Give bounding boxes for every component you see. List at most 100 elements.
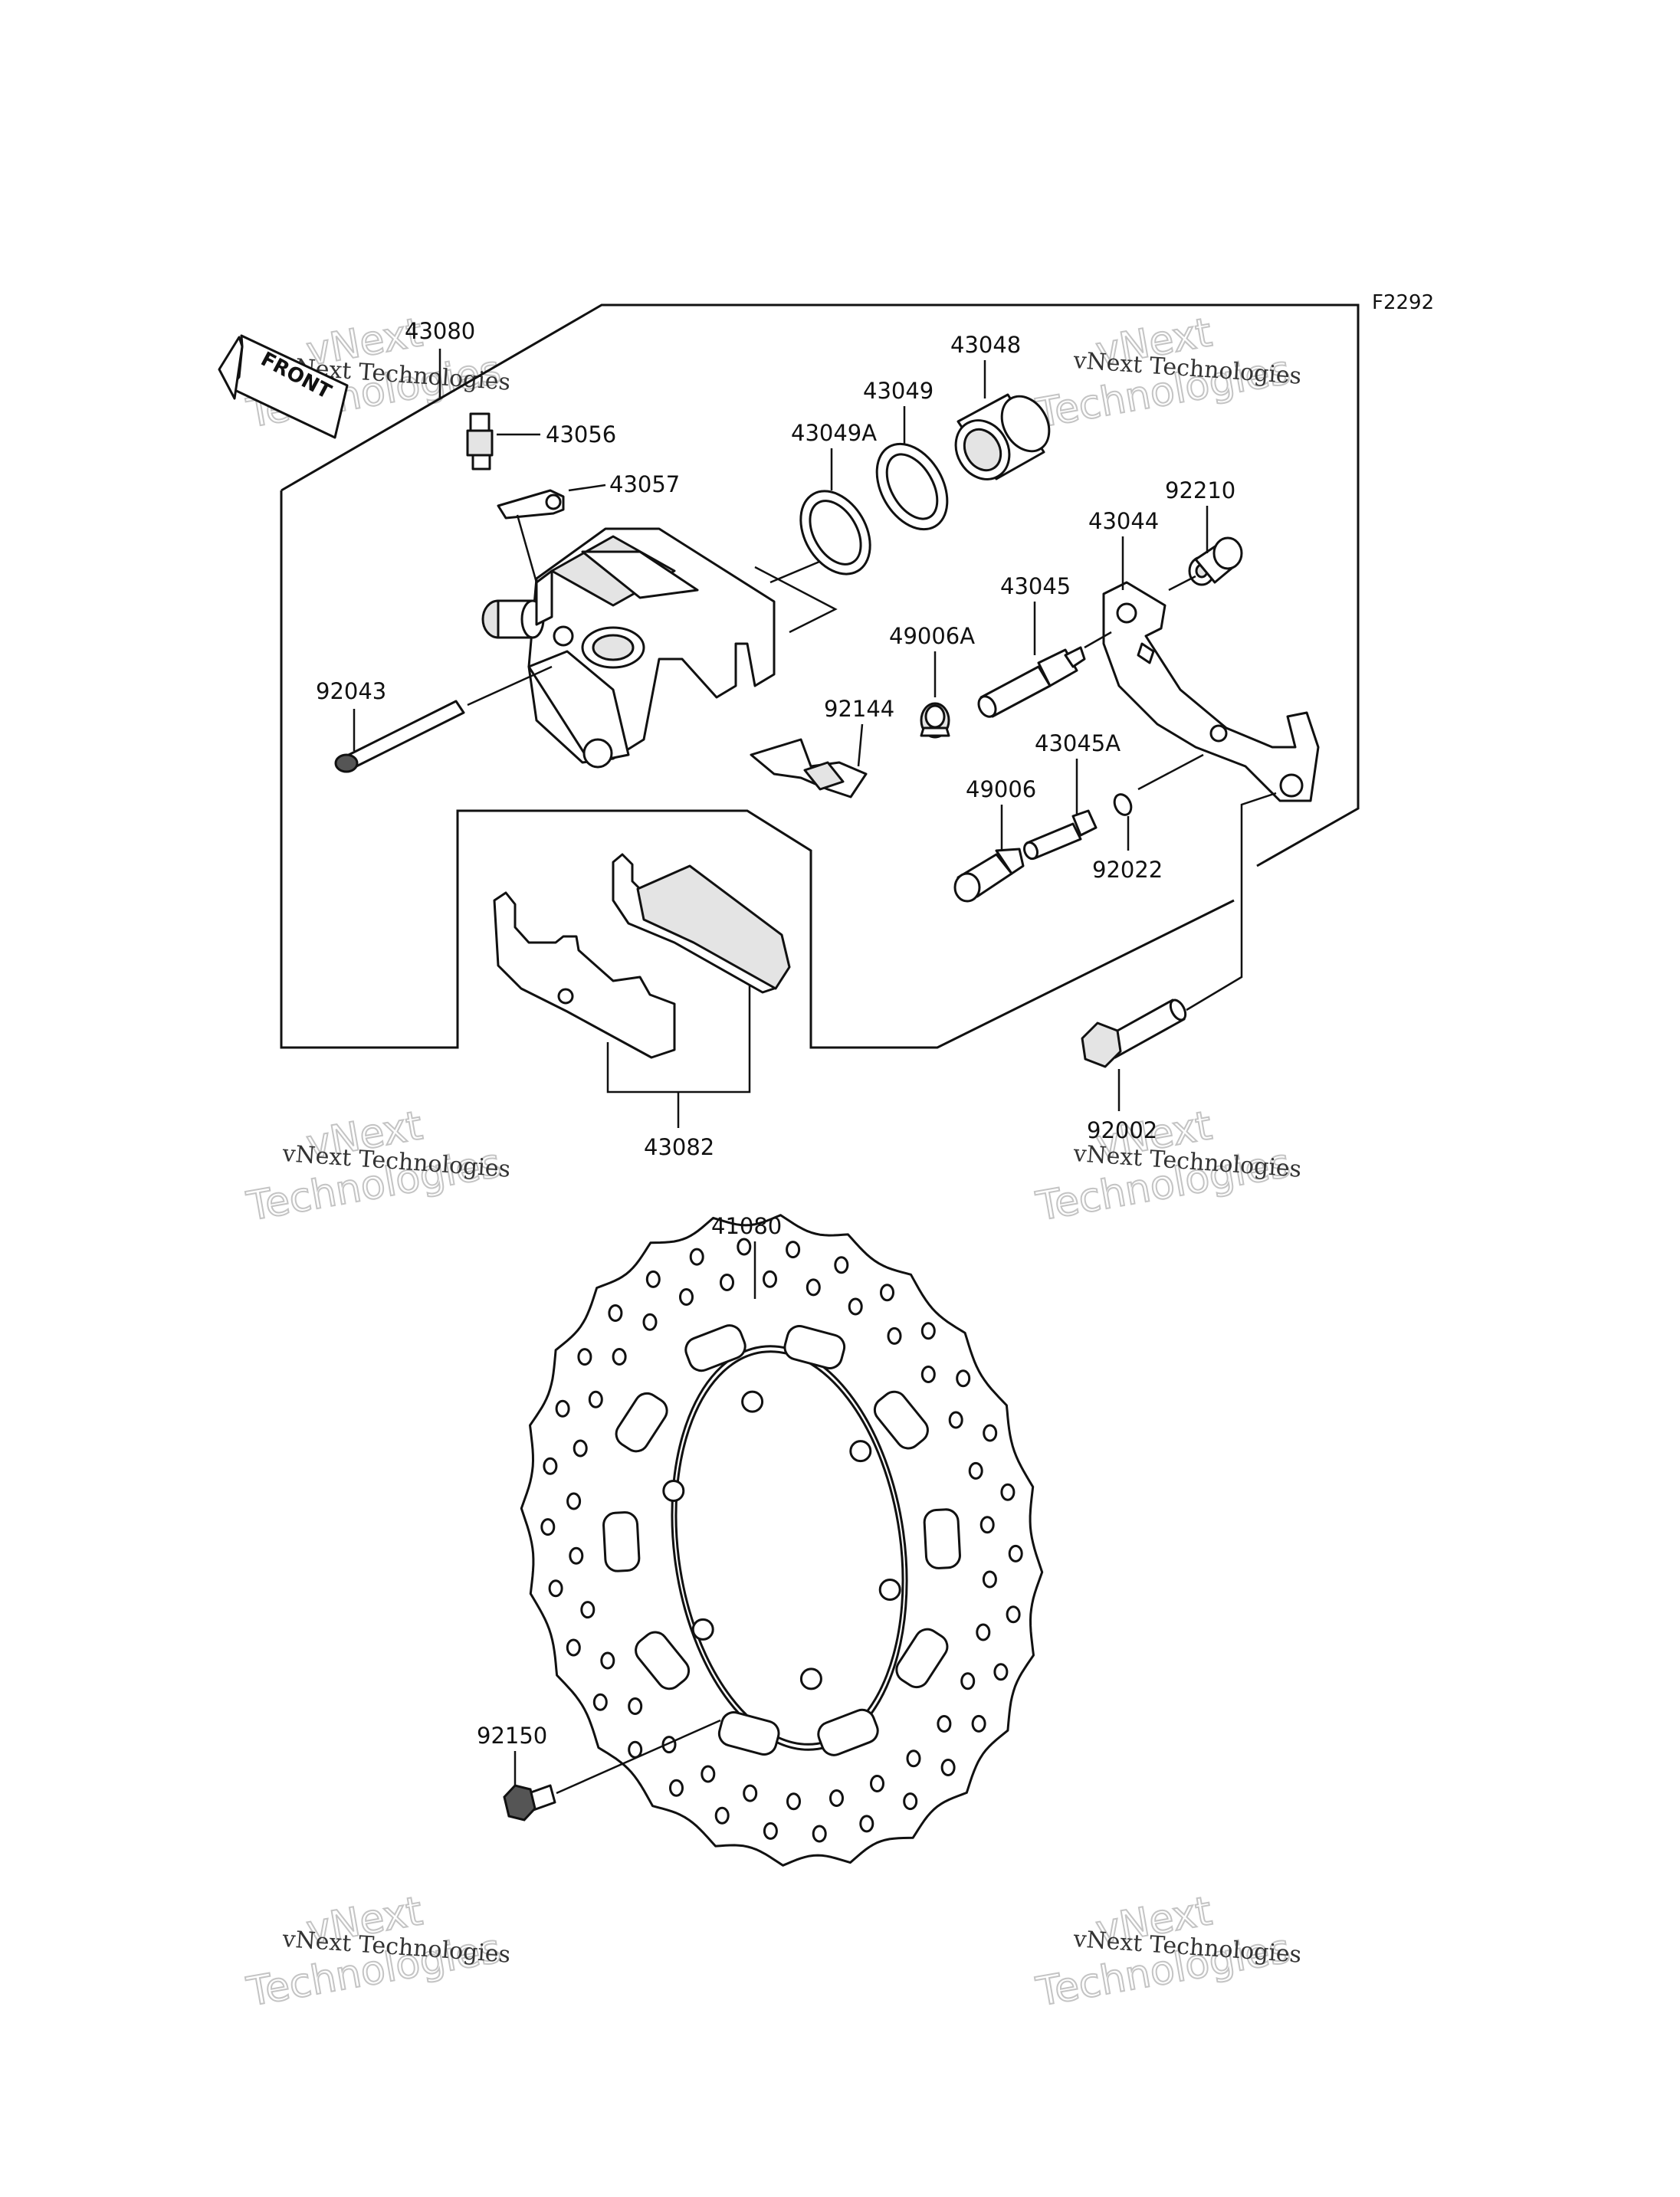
pads-bracket <box>606 969 751 1128</box>
disc-hole <box>903 1792 918 1811</box>
disc-slot <box>684 1324 746 1372</box>
disc-hole <box>701 1765 716 1783</box>
disc-hole <box>763 1270 777 1288</box>
disc-hole <box>628 1697 643 1715</box>
leader-92022-to-bracket <box>1137 753 1204 791</box>
disc-hole <box>569 1546 584 1565</box>
label-92043: 92043 <box>316 678 386 704</box>
disc-hole <box>577 1348 592 1366</box>
bleeder-valve-43056 <box>466 412 494 471</box>
label-43044: 43044 <box>1088 508 1159 534</box>
disc-hole <box>548 1579 563 1598</box>
disc-hole <box>743 1784 758 1802</box>
ref-code: F2292 <box>1372 291 1434 314</box>
disc-hole <box>859 1815 874 1833</box>
pad-spring-92144 <box>750 738 868 798</box>
disc-hole <box>612 1348 627 1366</box>
disc-hole <box>737 1238 752 1256</box>
slide-pin-43045 <box>977 646 1086 718</box>
disc-hole <box>592 1693 608 1711</box>
disc-hole <box>937 1715 952 1733</box>
disc-hole <box>887 1326 902 1345</box>
caliper-bracket-43044 <box>1102 581 1320 802</box>
disc-hole <box>1000 1483 1016 1501</box>
leader-92150-to-disc <box>556 1719 721 1795</box>
label-92150: 92150 <box>477 1723 547 1749</box>
disc-hole <box>956 1369 971 1388</box>
disc-hole <box>829 1789 844 1807</box>
disc-hole <box>540 1518 556 1536</box>
disc-hole <box>580 1601 596 1619</box>
disc-hole <box>1008 1544 1023 1562</box>
disc-hole <box>573 1439 588 1458</box>
disc-hole <box>566 1638 581 1657</box>
disc-hole <box>786 1792 801 1811</box>
watermark-mid-left: vNext Technologies <box>242 1102 504 1231</box>
disc-hole <box>979 1516 995 1534</box>
disc-slot <box>635 1631 691 1690</box>
collar-92210 <box>1188 536 1243 586</box>
disc-hole <box>920 1366 936 1383</box>
label-92022: 92022 <box>1092 857 1163 883</box>
label-43048: 43048 <box>950 332 1021 358</box>
dust-boot-49006A <box>920 702 950 739</box>
disc-hole <box>976 1623 991 1641</box>
disc-hole <box>834 1256 849 1274</box>
disc-hole <box>971 1714 986 1733</box>
disc-hole <box>920 1322 936 1340</box>
label-92002: 92002 <box>1087 1117 1157 1143</box>
caliper-assembly-frame <box>280 303 1360 1049</box>
label-41080: 41080 <box>711 1213 782 1239</box>
disc-hole <box>628 1740 643 1759</box>
label-43045A: 43045A <box>1035 730 1121 756</box>
piston-43048 <box>954 393 1051 480</box>
disc-mount-hole <box>799 1667 822 1690</box>
disc-mount-hole <box>691 1618 714 1641</box>
disc-hole <box>555 1399 570 1418</box>
label-43056: 43056 <box>546 421 616 448</box>
disc-slot <box>615 1392 668 1453</box>
disc-hole <box>806 1278 821 1297</box>
disc-slot <box>817 1708 879 1756</box>
label-49006: 49006 <box>966 776 1036 802</box>
disc-hole <box>1006 1605 1021 1624</box>
disc-slot <box>873 1390 929 1450</box>
leader-bracket-collar <box>1168 575 1196 592</box>
disc-hole <box>566 1492 582 1510</box>
bleeder-cap-43057 <box>497 489 565 520</box>
leader-92002-to-bracket <box>1186 792 1277 1012</box>
label-92144: 92144 <box>824 696 894 722</box>
label-43080: 43080 <box>405 318 475 344</box>
disc-hole <box>812 1825 827 1843</box>
mounting-bolt-92002 <box>1081 998 1187 1068</box>
disc-hole <box>982 1570 997 1589</box>
disc-hole <box>669 1779 684 1797</box>
disc-hole <box>642 1313 658 1331</box>
disc-hole <box>786 1241 801 1259</box>
disc-hole <box>645 1270 661 1288</box>
leader-43045-to-bracket <box>1084 631 1112 649</box>
disc-hole <box>714 1806 730 1825</box>
disc-hole <box>848 1297 863 1316</box>
brake-disc-41080 <box>520 1214 1044 1867</box>
disc-hole <box>679 1288 694 1306</box>
disc-hole <box>880 1284 894 1302</box>
disc-hole <box>588 1390 603 1408</box>
leader-92144 <box>857 723 864 767</box>
disc-hole <box>983 1424 998 1442</box>
dust-boot-49006 <box>953 848 1025 903</box>
disc-mount-hole <box>741 1390 764 1413</box>
disc-hole <box>960 1672 976 1690</box>
disc-hole <box>906 1749 921 1768</box>
disc-slot <box>717 1711 780 1756</box>
circlip-92022 <box>1113 793 1133 816</box>
slide-pin-43045A <box>1023 809 1098 861</box>
disc-slot <box>602 1511 641 1572</box>
leader-43057 <box>568 484 606 492</box>
disc-mount-hole <box>878 1579 901 1601</box>
disc-hole <box>968 1461 983 1480</box>
pad-pin-92043 <box>334 700 465 773</box>
disc-hole <box>543 1457 558 1475</box>
label-92210: 92210 <box>1165 477 1235 503</box>
